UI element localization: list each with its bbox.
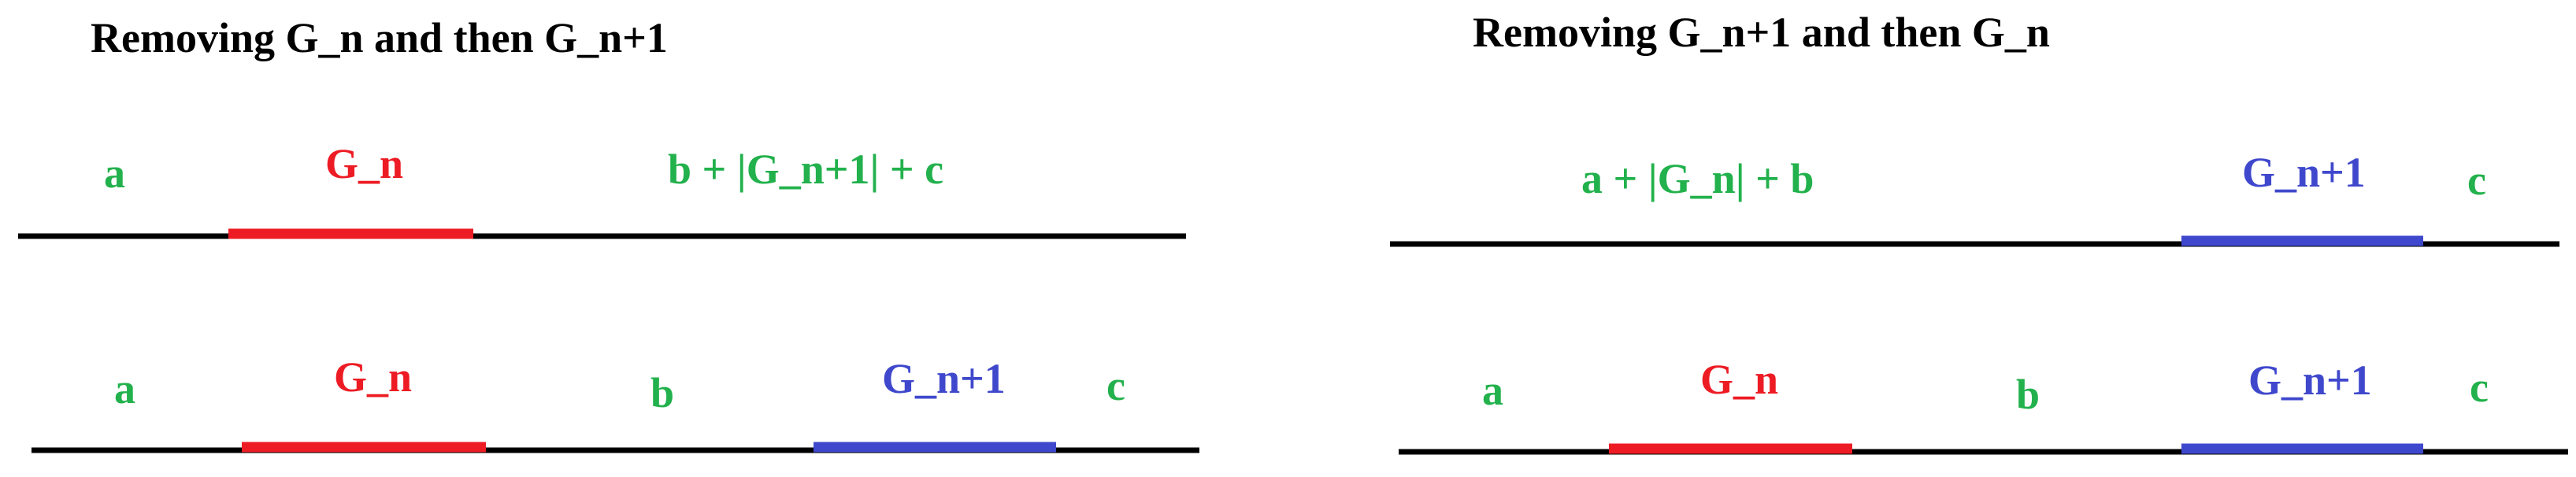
left-bottom-label-gn1: G_n+1: [882, 355, 1006, 402]
left-panel: Removing G_n and then G_n+1 a G_n b + |G…: [18, 14, 1199, 453]
left-top-row: a G_n b + |G_n+1| + c: [18, 140, 1186, 239]
left-top-label-a: a: [104, 150, 125, 197]
left-bottom-label-a: a: [114, 365, 135, 412]
left-bottom-label-c: c: [1106, 362, 1125, 409]
right-panel-title: Removing G_n+1 and then G_n: [1473, 9, 2050, 56]
right-bottom-label-a: a: [1482, 367, 1503, 414]
right-top-label-c: c: [2467, 157, 2486, 204]
left-bottom-row: a G_n b G_n+1 c: [32, 353, 1199, 453]
left-top-label-gn: G_n: [325, 140, 403, 187]
left-top-label-rest: b + |G_n+1| + c: [668, 146, 943, 193]
left-bottom-label-b: b: [650, 369, 674, 416]
right-panel: Removing G_n+1 and then G_n a + |G_n| + …: [1390, 9, 2568, 455]
right-top-label-rest: a + |G_n| + b: [1581, 155, 1814, 202]
right-bottom-row: a G_n b G_n+1 c: [1399, 356, 2568, 455]
right-bottom-label-gn: G_n: [1700, 356, 1778, 403]
left-panel-title: Removing G_n and then G_n+1: [91, 14, 668, 61]
right-bottom-label-b: b: [2016, 371, 2040, 418]
right-bottom-label-c: c: [2470, 364, 2489, 411]
right-bottom-label-gn1: G_n+1: [2248, 357, 2372, 404]
left-bottom-label-gn: G_n: [334, 353, 412, 401]
right-top-label-gn1: G_n+1: [2242, 149, 2366, 196]
right-top-row: a + |G_n| + b G_n+1 c: [1390, 149, 2559, 247]
